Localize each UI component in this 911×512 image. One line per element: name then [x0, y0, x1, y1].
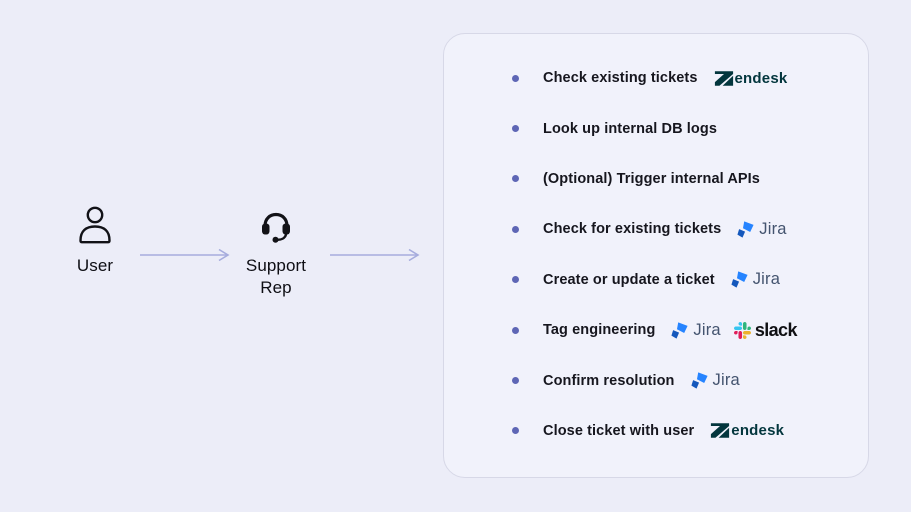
bullet-icon [512, 427, 519, 435]
list-item: Tag engineering Jira slack [444, 305, 868, 355]
user-label: User [76, 256, 114, 275]
user-node: User [55, 205, 135, 277]
task-list: Check existing tickets endesk Look up in… [444, 34, 868, 456]
arrow-user-to-rep-icon [140, 248, 230, 262]
jira-logo: Jira [671, 320, 721, 340]
list-item-text: Create or update a ticket [543, 271, 715, 288]
slack-icon [733, 321, 751, 339]
jira-icon [690, 372, 708, 389]
logo-slot: endesk [714, 70, 788, 87]
jira-logo: Jira [731, 270, 780, 289]
jira-icon [671, 322, 688, 339]
arrow-rep-to-tasks-icon [330, 248, 420, 262]
jira-wordmark: Jira [759, 219, 787, 238]
list-item: (Optional) Trigger internal APIs [444, 154, 868, 204]
list-item-text: Look up internal DB logs [543, 120, 717, 137]
zendesk-wordmark: endesk [731, 422, 785, 440]
list-item: Look up internal DB logs [444, 103, 868, 153]
slack-wordmark: slack [754, 319, 798, 340]
list-item-text: Check existing tickets [543, 70, 698, 87]
list-item: Confirm resolution Jira [444, 355, 868, 405]
support-rep-label: Support Rep [245, 256, 307, 297]
jira-icon [731, 271, 748, 288]
jira-wordmark: Jira [752, 270, 781, 289]
logo-slot: Jira slack [671, 319, 798, 341]
logo-slot: Jira [737, 220, 786, 239]
list-item-text: Check for existing tickets [543, 221, 722, 238]
list-item: Close ticket with user endesk [444, 406, 868, 456]
logo-slot: Jira [731, 270, 780, 289]
jira-wordmark: Jira [693, 320, 721, 339]
bullet-icon [512, 276, 519, 284]
zendesk-logo: endesk [714, 70, 788, 87]
list-item: Check existing tickets endesk [444, 53, 868, 103]
logo-slot: Jira [690, 371, 740, 390]
bullet-icon [512, 377, 519, 385]
tasks-panel: Check existing tickets endesk Look up in… [443, 33, 869, 478]
bullet-icon [512, 175, 519, 183]
zendesk-logo: endesk [710, 422, 784, 439]
headset-icon [262, 212, 290, 243]
zendesk-icon [714, 70, 733, 86]
list-item-text: Close ticket with user [543, 422, 695, 439]
bullet-icon [512, 74, 519, 82]
list-item: Create or update a ticket Jira [444, 255, 868, 305]
zendesk-wordmark: endesk [734, 69, 788, 87]
jira-logo: Jira [690, 371, 740, 390]
list-item-text: (Optional) Trigger internal APIs [543, 170, 760, 187]
bullet-icon [512, 225, 519, 233]
user-icon [79, 206, 111, 244]
bullet-icon [512, 326, 519, 334]
list-item-text: Confirm resolution [543, 372, 675, 389]
logo-slot: endesk [710, 422, 784, 439]
jira-wordmark: Jira [712, 371, 740, 390]
zendesk-icon [711, 423, 730, 439]
slack-logo: slack [733, 319, 798, 341]
jira-icon [737, 221, 754, 238]
support-rep-node: Support Rep [236, 209, 316, 299]
jira-logo: Jira [737, 220, 786, 239]
list-item: Check for existing tickets Jira [444, 204, 868, 254]
bullet-icon [512, 125, 519, 133]
list-item-text: Tag engineering [543, 322, 656, 339]
